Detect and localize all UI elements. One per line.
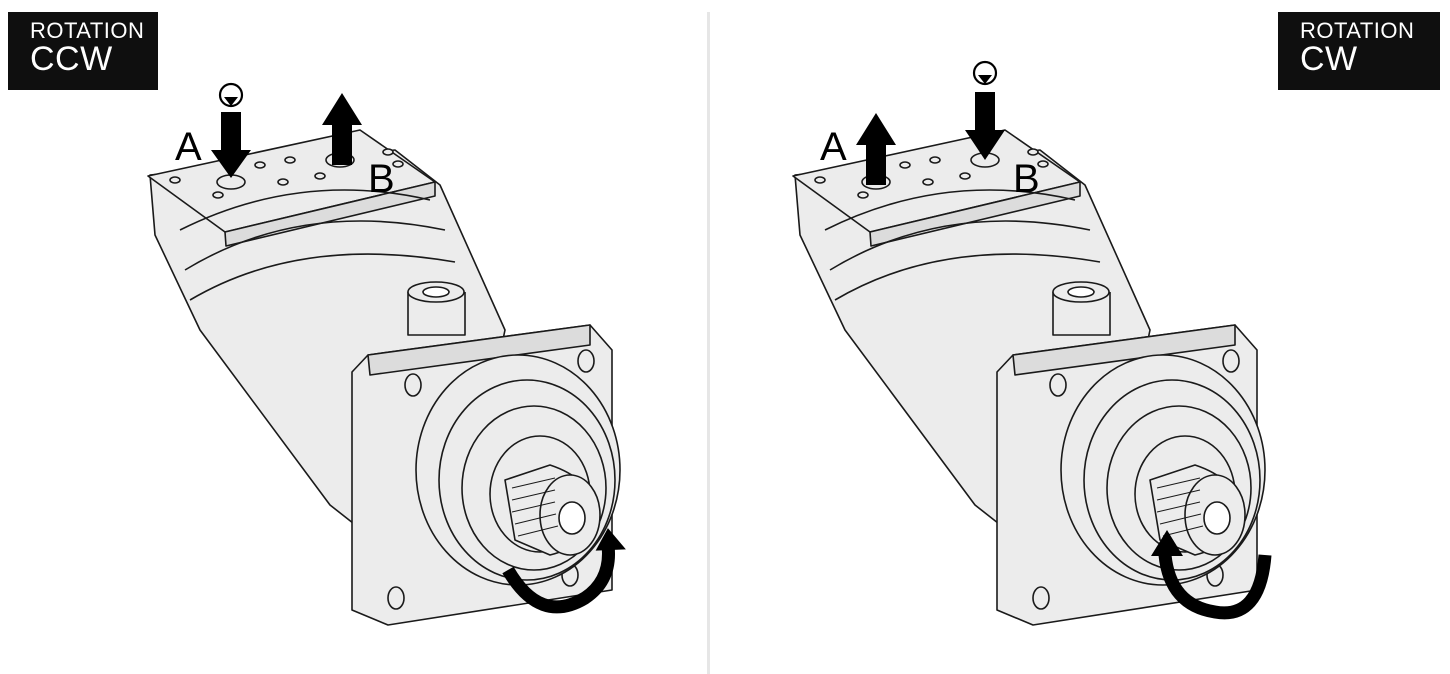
badge-direction: CCW — [30, 40, 113, 78]
panel-cw: ROTATION CW — [725, 0, 1450, 674]
badge-title: ROTATION — [30, 18, 145, 43]
port-label-b: B — [368, 157, 395, 201]
inflow-arrow-a — [211, 82, 251, 178]
outflow-arrow-a — [856, 113, 896, 185]
badge-title: ROTATION — [1300, 18, 1415, 43]
motor-body — [147, 129, 621, 626]
port-label-b: B — [1013, 157, 1040, 201]
rotation-badge-ccw: ROTATION CCW — [8, 12, 158, 90]
motor-body — [792, 129, 1266, 626]
rotation-arrow-ccw — [502, 528, 626, 614]
rotation-badge-cw: ROTATION CW — [1278, 12, 1440, 90]
motor-illustration-cw: A B — [792, 60, 1272, 626]
rotation-arrow-cw — [1151, 530, 1272, 620]
outflow-arrow-b — [322, 93, 362, 165]
panel-divider — [707, 12, 710, 674]
port-label-a: A — [820, 125, 847, 169]
inflow-arrow-b — [965, 60, 1005, 160]
port-label-a: A — [175, 125, 202, 169]
motor-illustration-ccw: A B — [147, 82, 626, 626]
panel-ccw: ROTATION CCW — [8, 12, 626, 626]
badge-direction: CW — [1300, 40, 1358, 78]
